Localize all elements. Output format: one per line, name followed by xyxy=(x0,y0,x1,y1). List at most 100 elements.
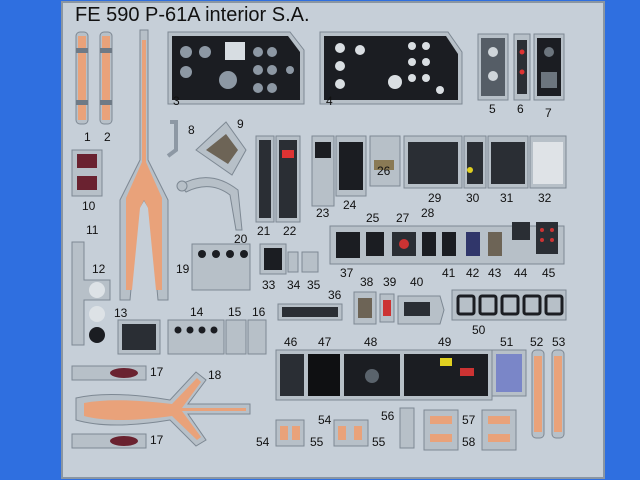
part-51-placard xyxy=(491,349,527,397)
sheet-title: FE 590 P-61A interior S.A. xyxy=(75,4,310,26)
part-46-49-panel xyxy=(275,349,493,401)
part-number-11: 11 xyxy=(86,223,99,237)
part-5-console xyxy=(477,33,509,101)
part-number-41: 41 xyxy=(442,266,456,280)
part-53-strap xyxy=(551,349,565,439)
part-number-43: 43 xyxy=(488,266,502,280)
part-number-42: 42 xyxy=(466,266,480,280)
part-40-panel xyxy=(397,295,445,325)
part-number-23: 23 xyxy=(316,206,330,220)
part-number-56: 56 xyxy=(381,409,395,423)
part-number-6: 6 xyxy=(517,102,524,116)
part-32-panel xyxy=(529,135,567,189)
part-6-switch-strip xyxy=(513,33,531,101)
part-number-13: 13 xyxy=(114,306,128,320)
part-number-21: 21 xyxy=(257,224,271,238)
part-number-54: 54 xyxy=(318,413,332,427)
part-number-12: 12 xyxy=(92,262,106,276)
part-9-seat xyxy=(176,121,247,231)
part-56-part xyxy=(399,407,415,449)
part-number-31: 31 xyxy=(500,191,514,205)
part-number-2: 2 xyxy=(104,130,111,144)
part-number-1: 1 xyxy=(84,130,91,144)
part-number-20: 20 xyxy=(234,232,248,246)
part-15-panel xyxy=(225,319,247,355)
part-19-levers xyxy=(191,243,251,291)
part-38-panel xyxy=(353,291,377,325)
part-number-47: 47 xyxy=(318,335,332,349)
part-number-38: 38 xyxy=(360,275,374,289)
part-number-40: 40 xyxy=(410,275,424,289)
part-13-box xyxy=(117,319,161,355)
part-number-37: 37 xyxy=(340,266,354,280)
part-number-25: 25 xyxy=(366,211,380,225)
part-number-16: 16 xyxy=(252,305,266,319)
part-number-39: 39 xyxy=(383,275,397,289)
part-number-57: 57 xyxy=(462,413,476,427)
part-number-22: 22 xyxy=(283,224,297,238)
part-number-29: 29 xyxy=(428,191,442,205)
part-number-46: 46 xyxy=(284,335,298,349)
part-24-panel xyxy=(335,135,367,197)
part-number-17: 17 xyxy=(150,433,164,447)
part-26-detail xyxy=(374,160,394,170)
part-number-28: 28 xyxy=(421,206,435,220)
part-number-49: 49 xyxy=(438,335,452,349)
part-54-55-buckles-left xyxy=(275,419,305,447)
part-number-35: 35 xyxy=(307,278,321,292)
part-number-54: 54 xyxy=(256,435,270,449)
part-22-panel xyxy=(275,135,301,223)
part-number-44: 44 xyxy=(514,266,528,280)
part-number-55: 55 xyxy=(372,435,386,449)
part-number-9: 9 xyxy=(237,117,244,131)
part-number-50: 50 xyxy=(472,323,486,337)
part-2-strap xyxy=(99,31,113,125)
part-16-panel xyxy=(247,319,267,355)
part-34-panel xyxy=(287,251,299,273)
part-31-panel xyxy=(487,135,529,189)
part-10-lenses xyxy=(71,149,103,197)
part-number-24: 24 xyxy=(343,198,357,212)
part-23-panel xyxy=(311,135,335,207)
part-number-52: 52 xyxy=(530,335,544,349)
part-number-34: 34 xyxy=(287,278,301,292)
part-17-strip-bottom xyxy=(71,433,147,449)
part-number-17: 17 xyxy=(150,365,164,379)
part-39-panel xyxy=(379,293,395,323)
part-number-5: 5 xyxy=(489,102,496,116)
part-30-panel xyxy=(463,135,487,189)
part-4-pilot-panel xyxy=(319,31,463,105)
part-number-55: 55 xyxy=(310,435,324,449)
part-14-levers xyxy=(167,319,225,355)
part-number-10: 10 xyxy=(82,199,96,213)
part-57-58-buckles-left xyxy=(423,409,459,451)
part-18-harness xyxy=(75,371,251,447)
part-number-14: 14 xyxy=(190,305,204,319)
part-29-panel xyxy=(403,135,463,189)
part-number-36: 36 xyxy=(328,288,342,302)
part-number-3: 3 xyxy=(173,94,180,108)
part-12-bracket xyxy=(71,241,111,346)
part-37-45-strip xyxy=(329,222,565,265)
part-number-18: 18 xyxy=(208,368,222,382)
part-number-53: 53 xyxy=(552,335,566,349)
part-number-15: 15 xyxy=(228,305,242,319)
part-number-33: 33 xyxy=(262,278,276,292)
part-number-48: 48 xyxy=(364,335,378,349)
part-8-hook xyxy=(166,120,178,158)
part-33-panel xyxy=(259,243,287,275)
part-36-strip xyxy=(277,303,343,321)
part-number-51: 51 xyxy=(500,335,514,349)
part-number-45: 45 xyxy=(542,266,556,280)
part-number-4: 4 xyxy=(326,94,333,108)
part-number-7: 7 xyxy=(545,106,552,120)
part-7-console xyxy=(533,33,565,101)
part-35-panel xyxy=(301,251,319,273)
part-number-26: 26 xyxy=(377,164,391,178)
part-number-19: 19 xyxy=(176,262,190,276)
part-number-30: 30 xyxy=(466,191,480,205)
part-57-58-buckles-right xyxy=(481,409,517,451)
part-1-strap xyxy=(75,31,89,125)
